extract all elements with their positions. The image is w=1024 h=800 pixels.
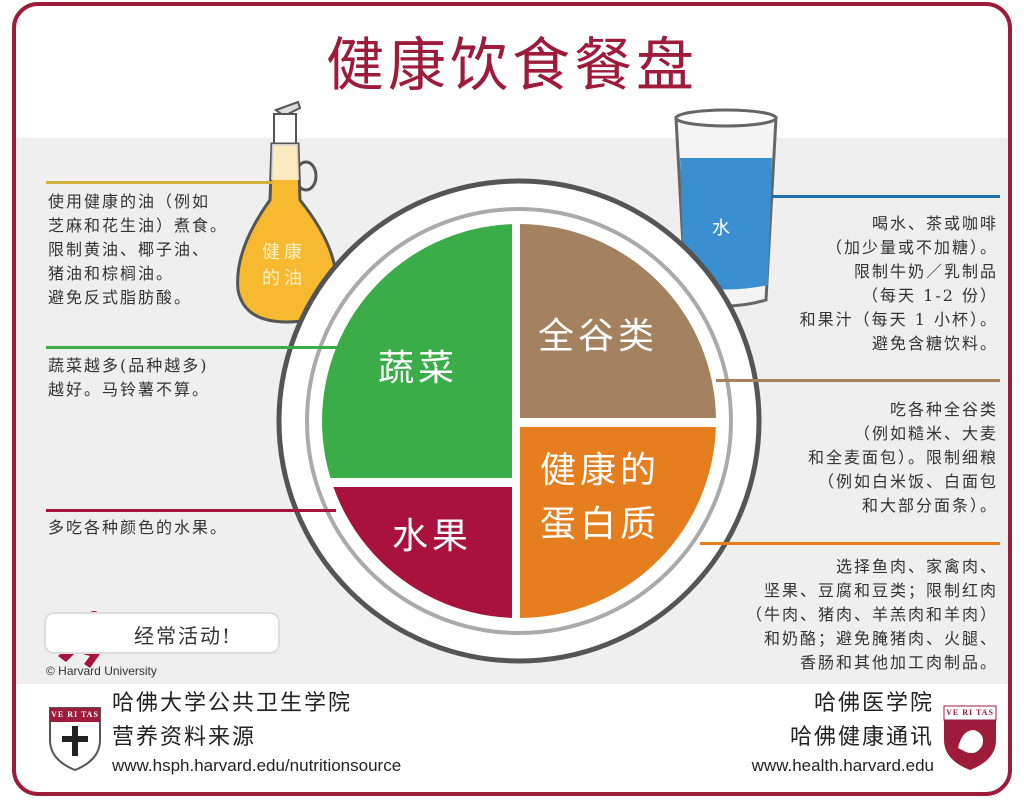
grains-divider bbox=[716, 379, 1000, 382]
fruits-divider bbox=[46, 509, 336, 512]
water-divider bbox=[772, 195, 1000, 198]
grains-text: 吃各种全谷类 （例如糙米、大麦 和全麦面包）。限制细粮 （例如白米饭、白面包 和… bbox=[807, 400, 998, 515]
oil-label: 健康 的油 bbox=[262, 242, 306, 289]
nutrition-source: 营养资料来源 bbox=[112, 725, 257, 750]
activity-label: 经常活动! bbox=[134, 624, 233, 648]
grains-label: 全谷类 bbox=[538, 316, 659, 357]
water-glass-icon bbox=[674, 108, 778, 308]
poster-frame bbox=[12, 2, 1012, 796]
vegetables-label: 蔬菜 bbox=[378, 348, 459, 389]
hms-shield-logo bbox=[943, 705, 997, 770]
oil-bottle-icon bbox=[236, 100, 338, 324]
health-publishing: 哈佛健康通讯 bbox=[789, 725, 934, 750]
protein-label: 健康的 蛋白质 bbox=[540, 450, 661, 545]
water-text: 喝水、茶或咖啡 （加少量或不加糖）。 限制牛奶／乳制品 （每天 1-2 份） 和… bbox=[799, 214, 998, 353]
activity-badge: 经常活动! bbox=[44, 612, 280, 654]
hms-shield-motto: VE RI TAS bbox=[946, 708, 994, 717]
fruits-label: 水果 bbox=[392, 516, 473, 557]
hms-name: 哈佛医学院 bbox=[813, 691, 934, 716]
hsph-url[interactable]: www.hsph.harvard.edu/nutritionsource bbox=[112, 756, 402, 775]
copyright: © Harvard University bbox=[46, 664, 157, 678]
oil-divider bbox=[46, 181, 272, 184]
vegetables-divider bbox=[46, 346, 338, 349]
hms-url[interactable]: www.health.harvard.edu bbox=[751, 756, 934, 775]
fruits-text: 多吃各种颜色的水果。 bbox=[48, 518, 229, 537]
oil-text: 使用健康的油（例如 芝麻和花生油）煮食。 限制黄油、椰子油、 猪油和棕榈油。 避… bbox=[48, 192, 229, 307]
protein-divider bbox=[700, 542, 1000, 545]
vegetables-text: 蔬菜越多(品种越多) 越好。马铃薯不算。 bbox=[48, 356, 211, 399]
protein-text: 选择鱼肉、家禽肉、 坚果、豆腐和豆类；限制红肉 （牛肉、猪肉、羊羔肉和羊肉） 和… bbox=[745, 557, 998, 672]
water-label: 水 bbox=[712, 218, 734, 239]
hsph-shield-logo bbox=[49, 707, 101, 772]
hsph-shield-motto: VE RI TAS bbox=[51, 710, 99, 719]
hsph-name: 哈佛大学公共卫生学院 bbox=[112, 691, 353, 716]
page-title: 健康饮食餐盘 bbox=[325, 31, 698, 99]
